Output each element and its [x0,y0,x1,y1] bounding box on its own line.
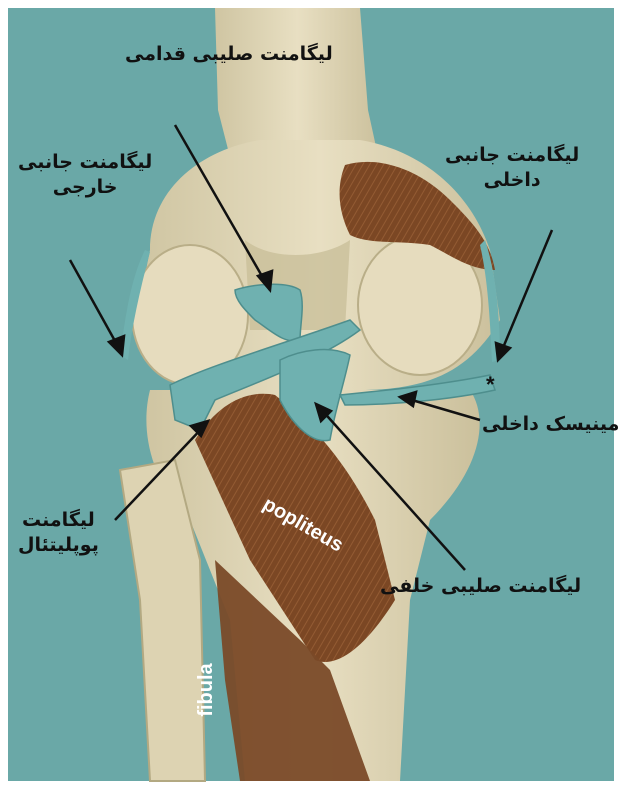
pcl-label-text: لیگامنت صلیبی خلفی [380,574,581,599]
asterisk-marker: * [486,372,495,397]
meniscus-label-text: مینیسک داخلی [482,412,619,437]
popliteal-label: لیگامنت پوپلیتئال [18,508,99,557]
acl-label: لیگامنت صلیبی قدامی [125,42,333,67]
popliteal-label-line1: لیگامنت [18,508,99,533]
mcl-label-line2: داخلی [445,168,579,193]
meniscus-label: مینیسک داخلی [482,412,619,437]
popliteal-label-line2: پوپلیتئال [18,533,99,558]
mcl-label: لیگامنت جانبی داخلی [445,143,579,192]
lcl-label-line2: خارجی [18,175,152,200]
mcl-label-line1: لیگامنت جانبی [445,143,579,168]
acl-label-text: لیگامنت صلیبی قدامی [125,42,333,67]
lcl-label: لیگامنت جانبی خارجی [18,150,152,199]
pcl-label: لیگامنت صلیبی خلفی [380,574,581,599]
fibula-text: fibula [195,662,217,716]
lcl-label-line1: لیگامنت جانبی [18,150,152,175]
